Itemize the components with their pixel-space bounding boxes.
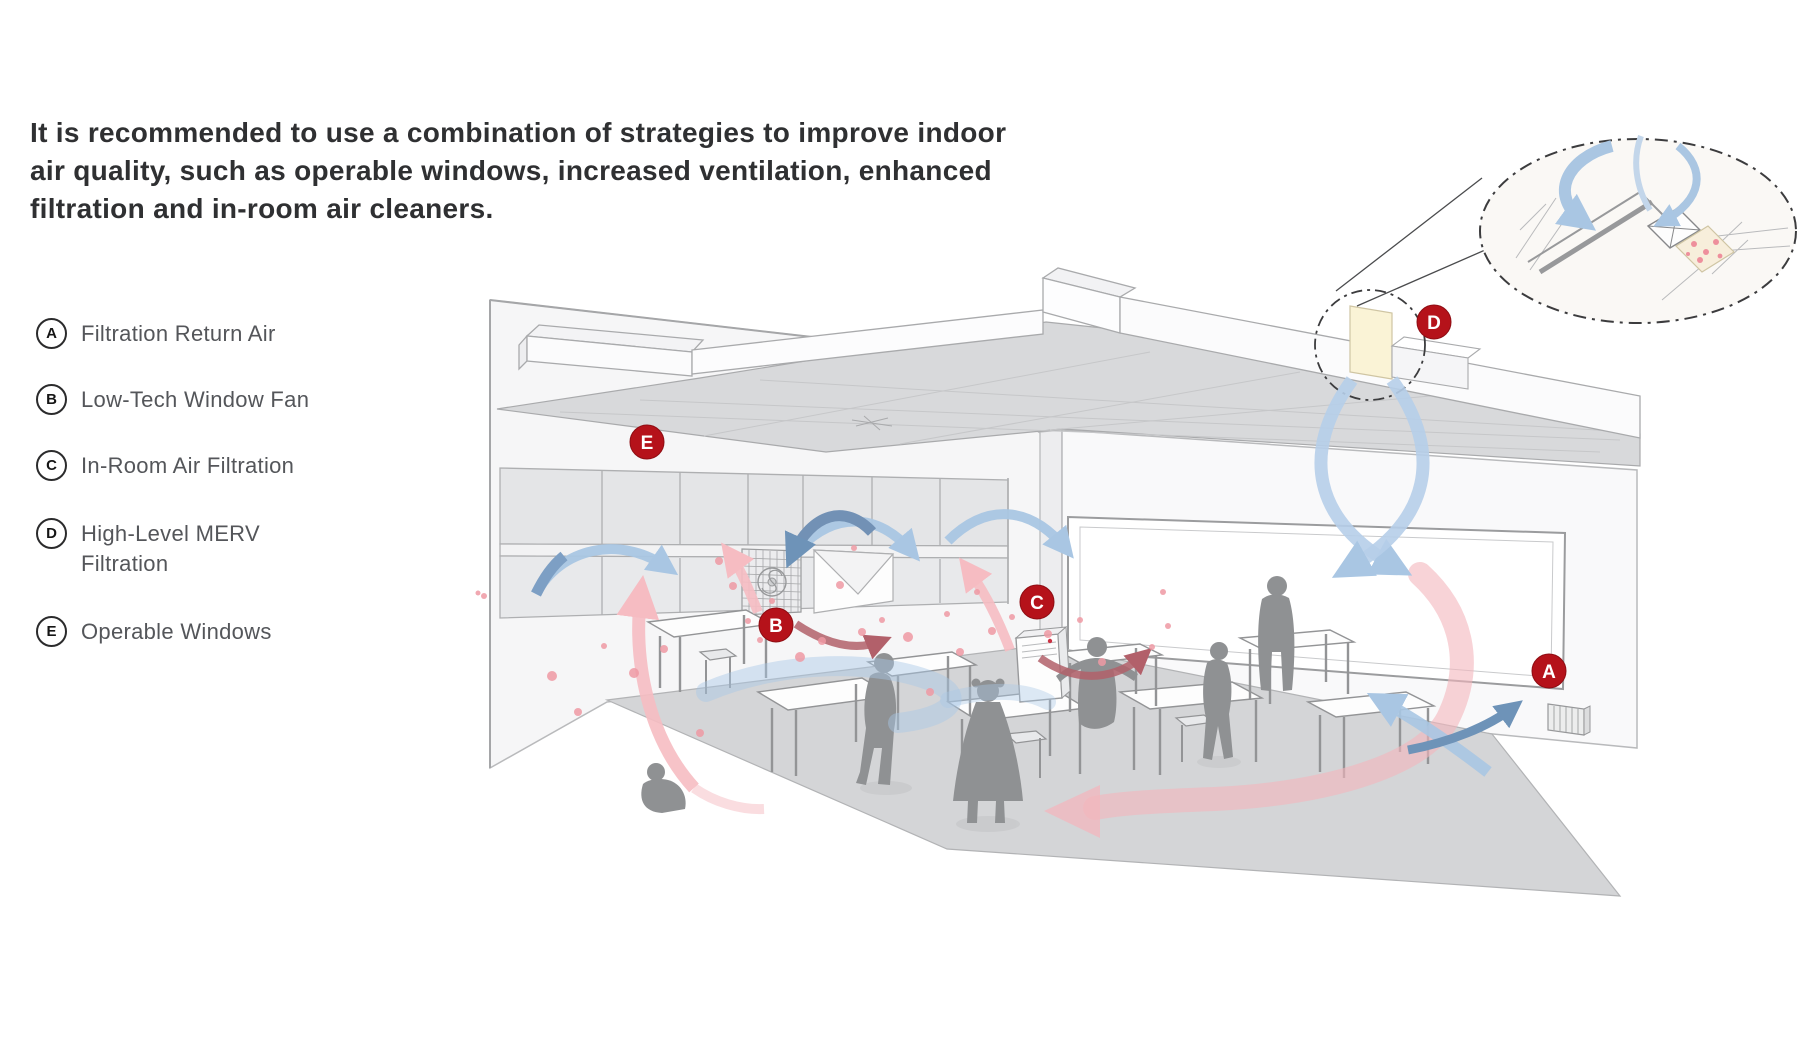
airflow-maroon [793, 620, 1152, 680]
merv-filter-unit [1314, 289, 1482, 401]
legend-label: Low-Tech Window Fan [81, 387, 310, 412]
legend-item-high-level-merv-filtration: D High-Level MERV Filtration [36, 518, 299, 579]
marker-a: A [1531, 653, 1567, 689]
marker-b: B [758, 607, 794, 643]
legend-item-operable-windows: E Operable Windows [36, 616, 272, 647]
floor-airflow-blue [696, 656, 1056, 733]
filter-particles [1686, 239, 1723, 263]
svg-text:D: D [1427, 313, 1441, 334]
legend-label: High-Level MERV Filtration [81, 521, 260, 576]
return-airflow-pink [1044, 562, 1474, 838]
return-air-grille [1547, 703, 1591, 736]
legend-label: Operable Windows [81, 619, 272, 644]
svg-text:B: B [769, 616, 783, 637]
airflow-pink [616, 542, 1015, 815]
ceiling-diffuser [851, 415, 893, 431]
detail-airflow [1555, 134, 1701, 231]
detail-callout [1479, 134, 1797, 324]
legend-badge-b: B [36, 384, 67, 415]
legend-label: Filtration Return Air [81, 321, 276, 346]
legend-badge-c: C [36, 450, 67, 481]
marker-c: C [1019, 584, 1055, 620]
marker-e: E [629, 424, 665, 460]
airflow-blue [531, 376, 1523, 777]
legend-item-filtration-return-air: A Filtration Return Air [36, 318, 276, 349]
legend-item-low-tech-window-fan: B Low-Tech Window Fan [36, 384, 309, 415]
particles [475, 545, 1171, 737]
legend-label: In-Room Air Filtration [81, 453, 295, 478]
open-window [812, 549, 895, 614]
svg-text:C: C [1030, 593, 1044, 614]
svg-text:A: A [1542, 662, 1556, 683]
title-line-3: filtration and in-room air cleaners. [30, 193, 494, 224]
floor [604, 644, 1622, 897]
legend-item-in-room-air-filtration: C In-Room Air Filtration [36, 450, 294, 481]
title-line-1: It is recommended to use a combination o… [30, 117, 1007, 148]
svg-text:E: E [641, 433, 654, 454]
teacher [1258, 576, 1295, 691]
legend-badge-a: A [36, 318, 67, 349]
marker-d: D [1416, 304, 1452, 340]
legend-badge-d: D [36, 518, 67, 549]
legend-badge-e: E [36, 616, 67, 647]
title-line-2: air quality, such as operable windows, i… [30, 155, 992, 186]
page-title: It is recommended to use a combination o… [30, 114, 1090, 228]
